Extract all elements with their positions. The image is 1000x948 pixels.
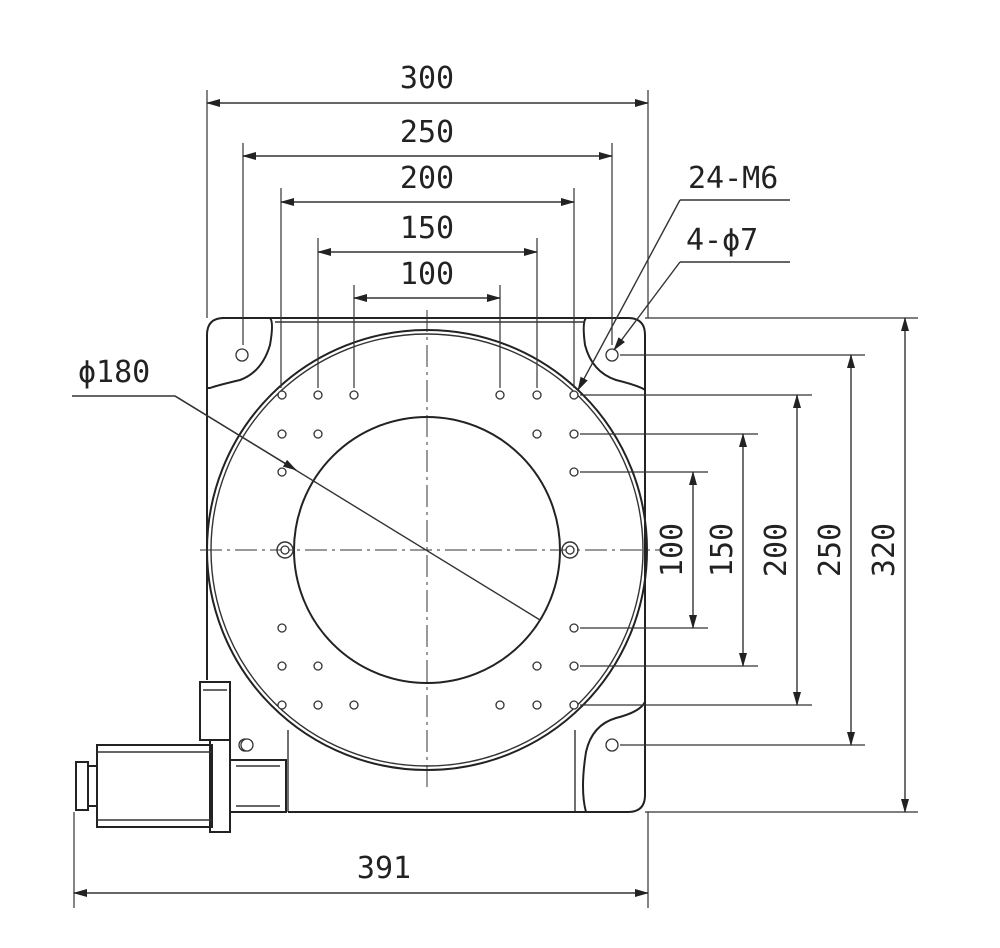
center-lines — [200, 310, 660, 790]
dim-391: 391 — [357, 851, 411, 886]
callout-through-holes: 4-ϕ7 — [686, 223, 758, 258]
bottom-dimension: 391 — [73, 812, 649, 908]
dim-v-100: 100 — [655, 523, 690, 577]
callout-diameter: ϕ180 — [78, 355, 150, 390]
dim-v-150: 150 — [705, 523, 740, 577]
dim-200: 200 — [400, 161, 454, 196]
base-plate — [206, 317, 646, 813]
dim-v-250: 250 — [813, 523, 848, 577]
servo-motor — [75, 681, 287, 833]
callouts: 24-M6 4-ϕ7 ϕ180 — [72, 161, 790, 621]
callout-threads: 24-M6 — [688, 161, 778, 196]
dim-250: 250 — [400, 115, 454, 150]
dim-150: 150 — [400, 211, 454, 246]
dim-v-200: 200 — [759, 523, 794, 577]
dim-100: 100 — [400, 257, 454, 292]
right-dimensions: 100 150 200 250 320 — [580, 317, 918, 813]
top-dimensions: 300 250 200 150 100 — [206, 61, 649, 388]
dim-v-320: 320 — [867, 523, 902, 577]
dim-300: 300 — [400, 61, 454, 96]
